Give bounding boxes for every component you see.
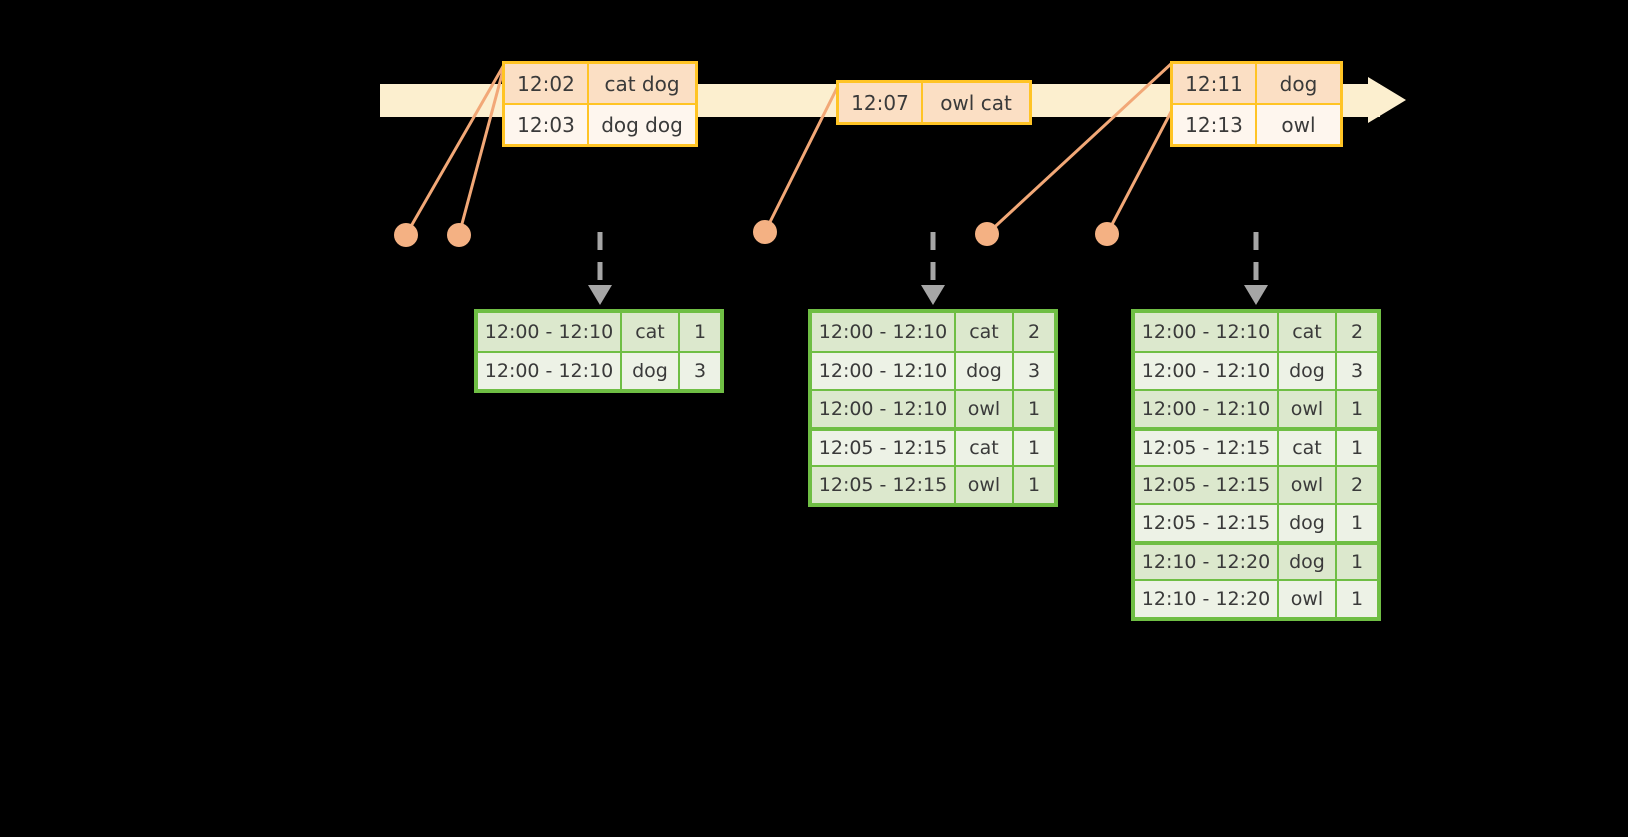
word-cell: dog: [956, 353, 1014, 389]
window-cell: 12:00 - 12:10: [1135, 313, 1279, 351]
event-time: 12:13: [1173, 105, 1257, 144]
count-cell: 3: [1350, 360, 1364, 382]
count-cell: 2: [1027, 321, 1041, 343]
event-box-2[interactable]: 12:07 owl cat: [836, 80, 1032, 125]
count-cell: 2: [1350, 321, 1364, 343]
event-time: 12:07: [839, 83, 923, 122]
window-cell: 12:05 - 12:15: [1135, 431, 1279, 465]
word-cell: owl: [956, 467, 1014, 503]
window-cell: 12:05 - 12:15: [812, 431, 956, 465]
event-box-1[interactable]: 12:02 cat dog 12:03 dog dog: [502, 61, 698, 147]
word-cell: dog: [1279, 505, 1337, 541]
event-words: owl cat: [940, 90, 1012, 115]
word-cell: dog: [622, 353, 680, 389]
emit-arrow-1-head-icon: [588, 285, 612, 305]
event-dot-1[interactable]: [394, 223, 418, 247]
window-cell: 12:00 - 12:10: [812, 313, 956, 351]
count-cell: 3: [693, 360, 707, 382]
event-row: 12:02 cat dog: [505, 64, 695, 103]
window-cell: 12:05 - 12:15: [1135, 467, 1279, 503]
event-words: dog: [1279, 71, 1318, 96]
event-time: 12:02: [505, 64, 589, 103]
window-cell: 12:00 - 12:10: [812, 353, 956, 389]
word-cell: owl: [1279, 391, 1337, 427]
window-cell: 12:05 - 12:15: [812, 467, 956, 503]
event-dot-3[interactable]: [753, 220, 777, 244]
event-words: owl: [1281, 112, 1316, 137]
event-time: 12:11: [1173, 64, 1257, 103]
window-cell: 12:00 - 12:10: [478, 313, 622, 351]
event-row: 12:07 owl cat: [839, 83, 1029, 122]
word-cell: cat: [622, 313, 680, 351]
window-cell: 12:00 - 12:10: [812, 391, 956, 427]
event-time: 12:03: [505, 105, 589, 144]
word-cell: cat: [1279, 431, 1337, 465]
count-cell: 1: [1027, 398, 1041, 420]
window-cell: 12:10 - 12:20: [1135, 581, 1279, 617]
event-words: cat dog: [604, 71, 680, 96]
count-cell: 3: [1027, 360, 1041, 382]
event-dot-5[interactable]: [1095, 222, 1119, 246]
word-cell: dog: [1279, 545, 1337, 579]
window-cell: 12:00 - 12:10: [1135, 353, 1279, 389]
count-cell: 1: [1027, 437, 1041, 459]
count-cell: 1: [1350, 588, 1364, 610]
word-cell: cat: [956, 313, 1014, 351]
event-box-3[interactable]: 12:11 dog 12:13 owl: [1170, 61, 1343, 147]
emit-arrow-3-head-icon: [1244, 285, 1268, 305]
word-cell: cat: [1279, 313, 1337, 351]
timeline-arrowhead-icon: [1368, 77, 1406, 123]
word-cell: dog: [1279, 353, 1337, 389]
word-cell: owl: [956, 391, 1014, 427]
count-cell: 2: [1350, 474, 1364, 496]
word-cell: owl: [1279, 467, 1337, 503]
word-cell: cat: [956, 431, 1014, 465]
count-cell: 1: [1350, 551, 1364, 573]
connector-line-5: [1105, 109, 1174, 235]
count-cell: 1: [1350, 398, 1364, 420]
word-cell: owl: [1279, 581, 1337, 617]
window-cell: 12:00 - 12:10: [1135, 391, 1279, 427]
window-cell: 12:00 - 12:10: [478, 353, 622, 389]
count-cell: 1: [1350, 437, 1364, 459]
window-cell: 12:05 - 12:15: [1135, 505, 1279, 541]
event-row: 12:03 dog dog: [505, 103, 695, 144]
event-words: dog dog: [601, 112, 683, 137]
count-cell: 1: [1350, 512, 1364, 534]
emit-arrow-2-head-icon: [921, 285, 945, 305]
emit-arrows-group: [588, 232, 1268, 305]
event-row: 12:13 owl: [1173, 103, 1340, 144]
event-row: 12:11 dog: [1173, 64, 1340, 103]
event-dot-2[interactable]: [447, 223, 471, 247]
event-dots-group: [394, 220, 1119, 247]
count-cell: 1: [1027, 474, 1041, 496]
count-cell: 1: [693, 321, 707, 343]
event-dot-4[interactable]: [975, 222, 999, 246]
window-cell: 12:10 - 12:20: [1135, 545, 1279, 579]
